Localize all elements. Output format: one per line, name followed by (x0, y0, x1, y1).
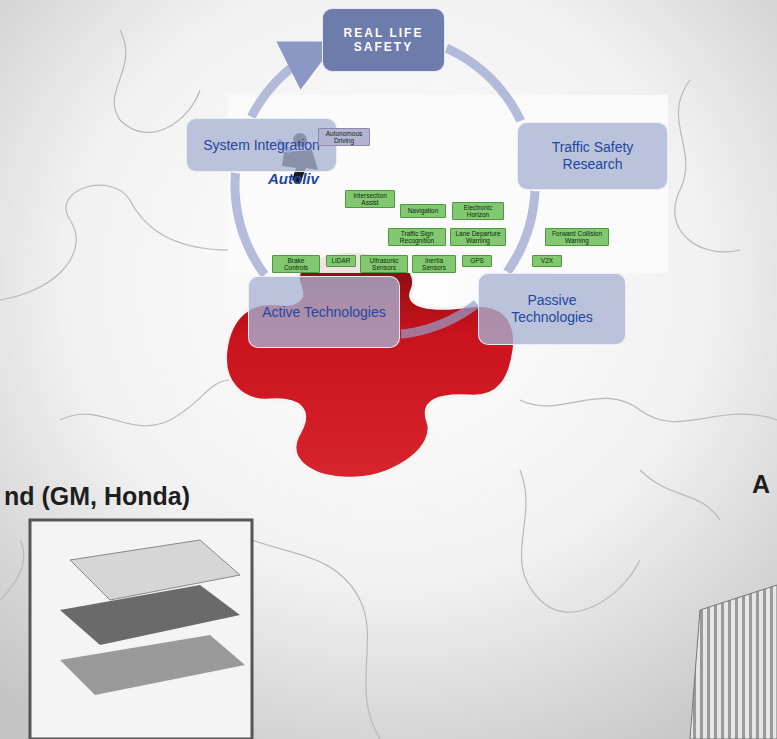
missing-puzzle-piece (225, 251, 514, 478)
feature-box: Intersection Assist (345, 190, 395, 208)
cycle-head-box: REAL LIFE SAFETY (322, 8, 445, 72)
box-text: Navigation (408, 207, 439, 214)
heading-fragment: A (752, 470, 770, 499)
box-text: V2X (541, 257, 553, 264)
heading-fragment: nd (GM, Honda) (4, 482, 190, 511)
feature-box: V2X (532, 255, 562, 267)
feature-box: Inertia Sensors (412, 255, 456, 273)
module-photo (30, 520, 252, 739)
cycle-arc (235, 173, 265, 275)
heat-sink-photo (690, 585, 777, 739)
box-text: Traffic Safety Research (526, 139, 659, 173)
cycle-box: System Integration (186, 118, 337, 172)
box-text: Forward Collision Warning (548, 230, 606, 244)
box-text: Ultrasonic Sensors (363, 257, 405, 271)
feature-box: Navigation (400, 204, 446, 218)
feature-box: Forward Collision Warning (545, 228, 609, 246)
box-text: Lane Departure Warning (453, 230, 503, 244)
box-text: Passive Technologies (487, 292, 617, 326)
box-text: Intersection Assist (348, 192, 392, 206)
cycle-arc (447, 48, 521, 121)
feature-box: Autonomous Driving (318, 128, 370, 146)
box-text: Electronic Horizon (455, 204, 501, 218)
feature-box: Brake Controls (272, 255, 320, 273)
puzzle-seams (0, 30, 777, 739)
feature-box: Ultrasonic Sensors (360, 255, 408, 273)
feature-box: GPS (462, 255, 492, 267)
box-text: LIDAR (331, 257, 350, 264)
box-text: Brake Controls (275, 257, 317, 271)
box-text: Active Technologies (262, 304, 385, 321)
feature-box: Electronic Horizon (452, 202, 504, 220)
feature-box: Traffic Sign Recognition (388, 228, 446, 246)
feature-box: Lane Departure Warning (450, 228, 506, 246)
box-text: REAL LIFE SAFETY (331, 26, 436, 55)
cycle-box: Passive Technologies (478, 273, 626, 345)
cycle-box: Active Technologies (248, 276, 400, 348)
cycle-arc (507, 191, 535, 271)
box-text: Traffic Sign Recognition (391, 230, 443, 244)
cycle-arc (401, 304, 477, 335)
feature-box: LIDAR (326, 255, 356, 267)
box-text: System Integration (203, 137, 320, 154)
box-text: Inertia Sensors (415, 257, 453, 271)
cycle-arc (251, 50, 320, 117)
box-text: Autonomous Driving (321, 130, 367, 144)
box-text: GPS (470, 257, 484, 264)
cycle-box: Traffic Safety Research (517, 122, 668, 190)
logo-text: Autoliv (268, 170, 319, 187)
